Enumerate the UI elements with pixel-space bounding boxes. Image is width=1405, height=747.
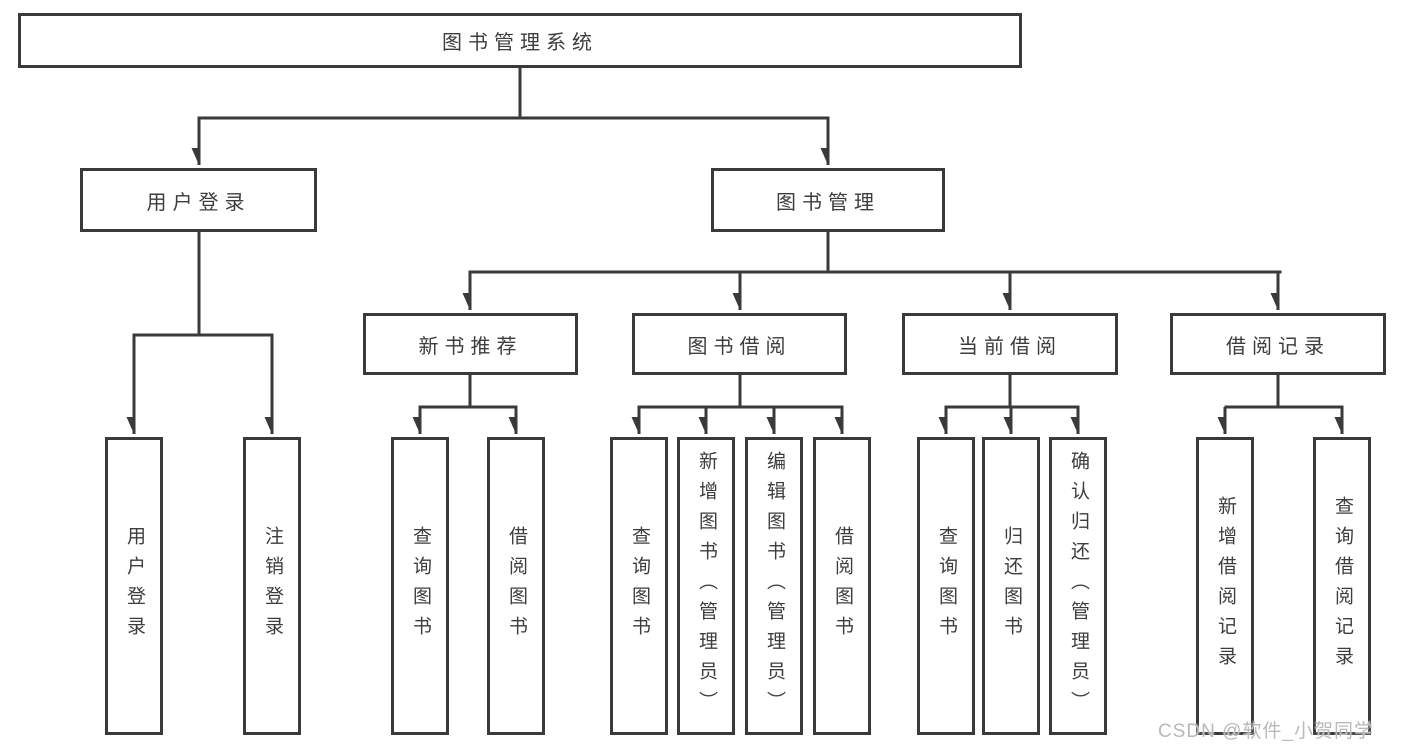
- leaf-query-books-borrowing: 查询图书: [610, 437, 668, 735]
- leaf-return-books: 归还图书: [982, 437, 1040, 735]
- leaf-logout: 注销登录: [243, 437, 301, 735]
- connector-trunks: [132, 68, 1344, 409]
- node-library-management-system: 图书管理系统: [18, 13, 1022, 68]
- connector-arrows: [134, 118, 1344, 434]
- leaf-user-login: 用户登录: [105, 437, 163, 735]
- leaf-query-books-recommend: 查询图书: [391, 437, 449, 735]
- leaf-add-borrow-record: 新增借阅记录: [1196, 437, 1254, 735]
- node-current-borrowing: 当前借阅: [902, 313, 1118, 375]
- node-borrowing-records: 借阅记录: [1170, 313, 1386, 375]
- watermark: CSDN @软件_小贺同学: [1158, 721, 1374, 742]
- leaf-query-books-current: 查询图书: [917, 437, 975, 735]
- leaf-edit-book-admin: 编辑图书（管理员）: [745, 437, 803, 735]
- node-book-borrowing: 图书借阅: [632, 313, 847, 375]
- leaf-borrow-books-borrowing: 借阅图书: [813, 437, 871, 735]
- leaf-add-book-admin: 新增图书（管理员）: [677, 437, 735, 735]
- leaf-query-borrow-record: 查询借阅记录: [1313, 437, 1371, 735]
- node-new-book-recommendation: 新书推荐: [363, 313, 578, 375]
- node-book-management: 图书管理: [711, 168, 945, 232]
- leaf-borrow-books-recommend: 借阅图书: [487, 437, 545, 735]
- node-user-login: 用户登录: [80, 168, 317, 232]
- leaf-confirm-return-admin: 确认归还（管理员）: [1049, 437, 1107, 735]
